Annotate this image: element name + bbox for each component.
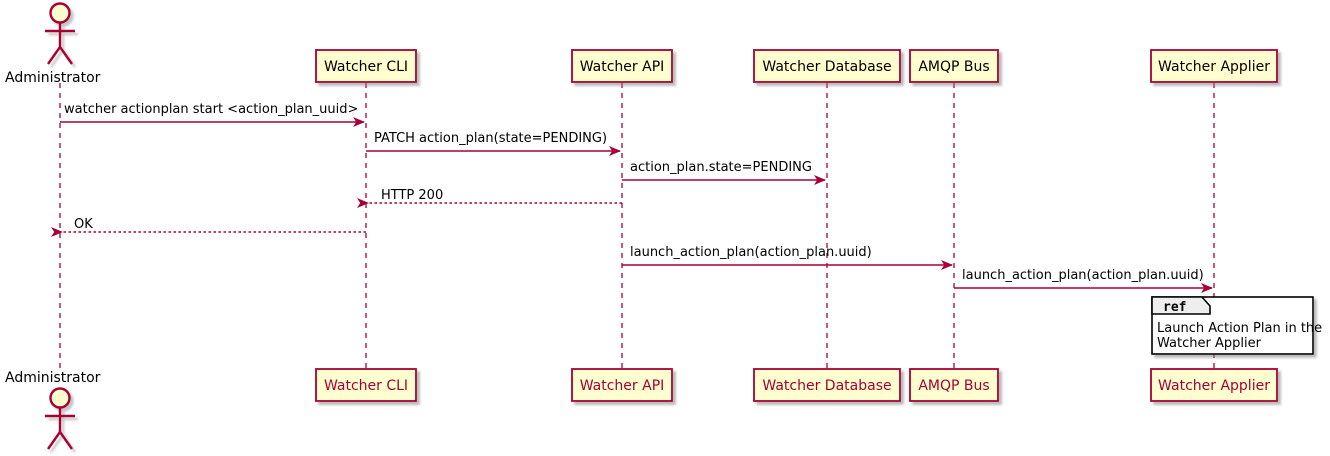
message-label: PATCH action_plan(state=PENDING) [374,131,607,146]
participant-box-amqp-bus-top[interactable]: AMQP Bus [909,49,999,83]
message-6-launch-action-plan-api-to-bus[interactable]: launch_action_plan(action_plan.uuid) [622,245,953,270]
participant-box-watcher-database-bottom[interactable]: Watcher Database [753,368,901,402]
participant-box-watcher-cli-top[interactable]: Watcher CLI [315,49,417,83]
participant-label-watcher-database-top: Watcher Database [762,59,891,75]
message-4-http-200[interactable]: HTTP 200 [357,188,622,208]
message-1-watcher-actionplan-start[interactable]: watcher actionplan start <action_plan_uu… [60,102,365,127]
ref-fragment-box[interactable]: ref Launch Action Plan in the Watcher Ap… [1151,296,1322,355]
message-2-patch-action-plan[interactable]: PATCH action_plan(state=PENDING) [366,131,621,156]
message-label: action_plan.state=PENDING [630,160,812,175]
participant-label-watcher-applier-bottom: Watcher Applier [1158,378,1270,394]
message-5-ok[interactable]: OK [51,217,366,237]
participant-box-watcher-api-top[interactable]: Watcher API [571,49,673,83]
message-3-action-plan-state-pending[interactable]: action_plan.state=PENDING [622,160,826,185]
participant-box-rect [1150,49,1278,83]
actor-leg-right-icon [59,431,73,450]
actor-label-administrator-bottom: Administrator [5,370,101,386]
message-label: OK [74,217,93,232]
participant-box-amqp-bus-bottom[interactable]: AMQP Bus [909,368,999,402]
participant-box-watcher-api-bottom[interactable]: Watcher API [571,368,673,402]
participant-label-watcher-database-bottom: Watcher Database [762,378,891,394]
ref-body-line-1: Launch Action Plan in the [1157,321,1322,336]
actor-leg-left-icon [47,431,61,450]
participant-box-watcher-database-top[interactable]: Watcher Database [753,49,901,83]
actor-head-icon [49,2,71,24]
actor-leg-right-icon [59,46,73,65]
participant-label-watcher-api-bottom: Watcher API [580,378,665,394]
participant-box-watcher-applier-bottom[interactable]: Watcher Applier [1150,368,1278,402]
message-label: watcher actionplan start <action_plan_uu… [64,102,358,117]
ref-tab-label: ref [1163,300,1186,315]
participant-label-watcher-cli-top: Watcher CLI [324,59,408,75]
participant-box-rect [571,49,673,83]
participant-label-amqp-bus-top: AMQP Bus [918,59,989,75]
actor-administrator-bottom[interactable]: Administrator [5,370,101,450]
participant-box-watcher-cli-bottom[interactable]: Watcher CLI [315,368,417,402]
participant-label-watcher-cli-bottom: Watcher CLI [324,378,408,394]
participant-label-amqp-bus-bottom: AMQP Bus [918,378,989,394]
participant-box-rect [1150,368,1278,402]
participant-box-rect [909,368,999,402]
participant-box-rect [753,49,901,83]
message-label: launch_action_plan(action_plan.uuid) [630,245,872,260]
message-label: HTTP 200 [381,188,443,203]
participant-box-rect [315,368,417,402]
ref-tab-pentagon [1151,296,1211,315]
actor-head-icon [49,387,71,409]
participant-box-rect [753,368,901,402]
lifelines-group [59,83,1215,372]
actor-administrator-top[interactable]: Administrator [5,2,101,87]
participant-box-rect [571,368,673,402]
message-7-launch-action-plan-bus-to-applier[interactable]: launch_action_plan(action_plan.uuid) [954,268,1213,293]
actor-label-administrator-top: Administrator [5,70,101,86]
ref-body-line-2: Watcher Applier [1157,336,1262,351]
message-label: launch_action_plan(action_plan.uuid) [962,268,1204,283]
actor-leg-left-icon [47,46,61,65]
participant-label-watcher-api-top: Watcher API [580,59,665,75]
participant-box-rect [315,49,417,83]
participant-box-rect [909,49,999,83]
participant-label-watcher-applier-top: Watcher Applier [1158,59,1270,75]
participant-box-watcher-applier-top[interactable]: Watcher Applier [1150,49,1278,83]
